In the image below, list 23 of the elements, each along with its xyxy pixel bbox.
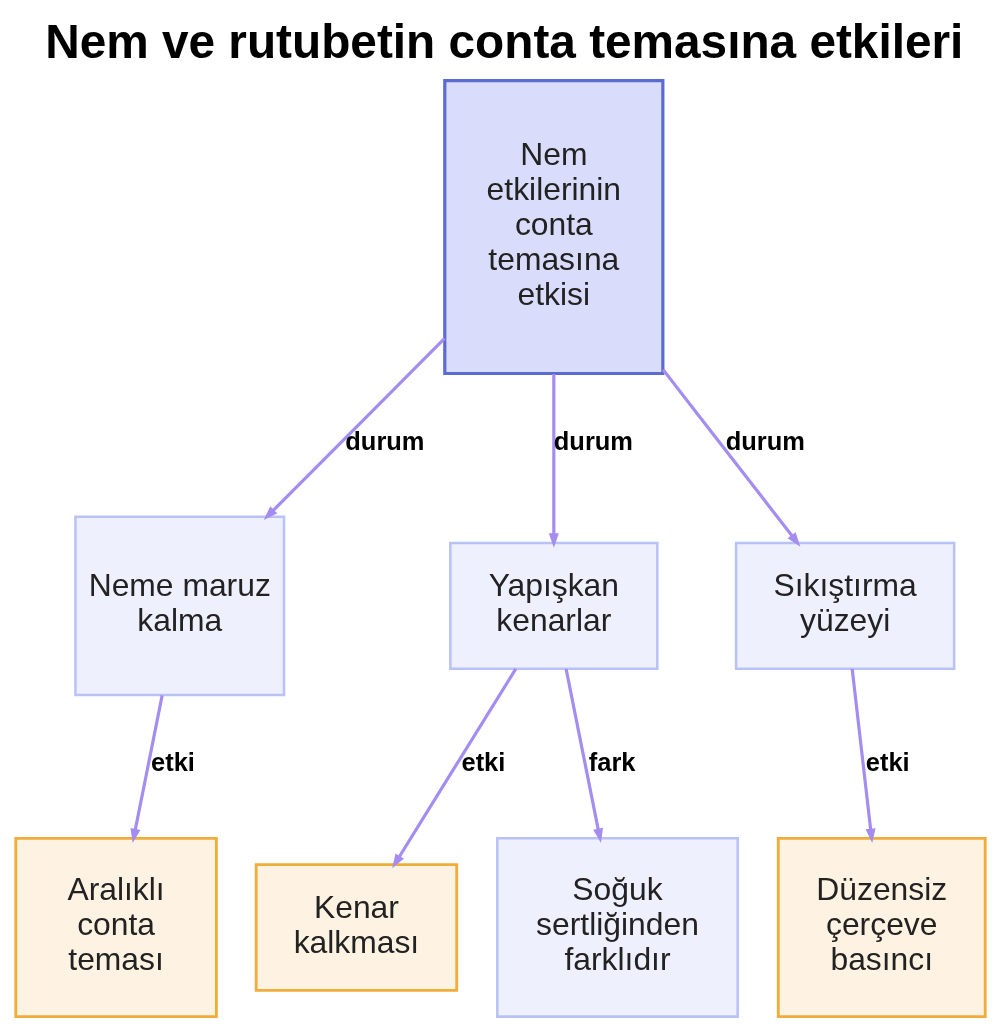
node-box: Aralıklı conta teması [13,836,218,1018]
arrow [850,668,876,843]
node-box: Soğuk sertliğinden farklıdır [495,836,739,1018]
edge-label: durum [344,426,424,455]
edge-label: etki [865,747,910,776]
edge-label: durum [725,426,805,455]
arrow [263,336,446,520]
arrow [548,373,559,548]
node-box: Kenar kalkması [254,862,458,992]
arrow [564,668,603,843]
node-box: Düzensiz çerçeve basıncı [776,836,987,1018]
arrow [391,667,517,868]
node-box: Yapışkan kenarlar [448,541,659,670]
diagram-title: Nem ve rutubetin conta temasına etkileri [44,14,963,68]
arrow [130,694,164,843]
edge-label: fark [588,747,636,776]
edge-label: etki [150,747,195,776]
node-box: Sıkıştırma yüzeyi [734,541,955,670]
node-box: Neme maruz kalma [73,515,285,696]
edge-label: durum [553,426,633,455]
edge-label: etki [461,747,505,776]
arrow [661,368,800,547]
node-box: Nem etkilerinin conta temasına etkisi [442,78,664,375]
